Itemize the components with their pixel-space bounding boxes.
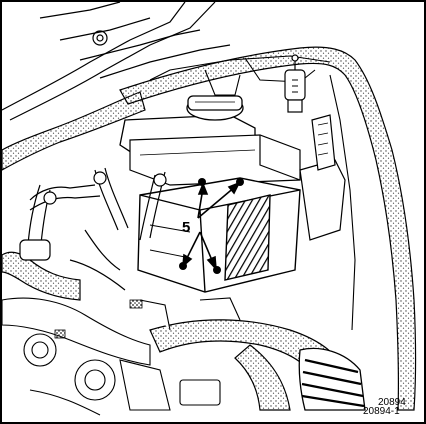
reference-number-lower: 20894-1 [363,406,400,417]
callout-arrows [182,181,241,272]
master-cylinder [129,134,301,186]
engine-bay-seal [119,46,417,411]
small-clip [129,299,143,309]
lower-hose [234,344,291,411]
lower-engine-parts [1,297,241,416]
corrugated-pipe [298,347,366,411]
bulkhead-outline [149,55,356,331]
left-fender-seal [1,91,146,172]
bolt-top-left [198,178,206,186]
computer-unit [137,177,301,293]
sensor-component [284,54,306,113]
connector-block [299,114,346,241]
reference-number-upper: 20894 [378,397,406,408]
upper-body-panel [1,1,231,121]
wiring-harness [19,167,167,291]
small-connector [54,329,66,339]
callout-label: 5 [182,219,190,236]
